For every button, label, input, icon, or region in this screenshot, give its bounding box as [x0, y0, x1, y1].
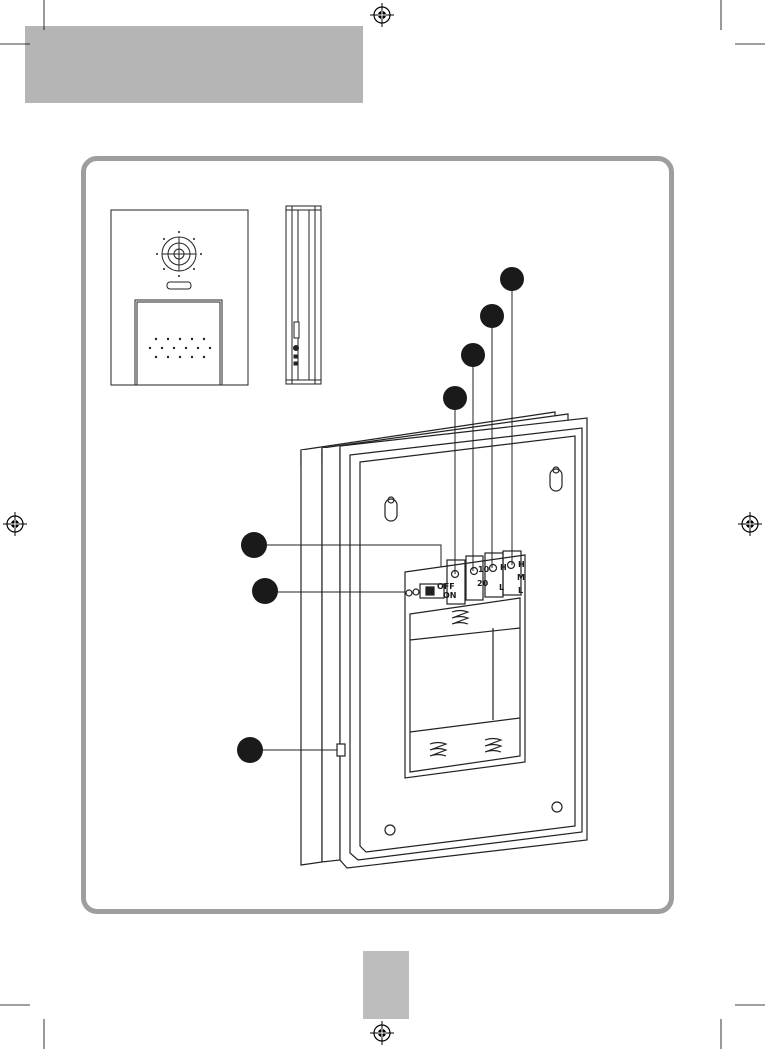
callout-dot-5	[241, 532, 267, 558]
registration-right-icon	[738, 512, 762, 536]
callout-dot-4	[443, 386, 467, 410]
callout-dot-6	[252, 578, 278, 604]
registration-left-icon	[3, 512, 27, 536]
registration-top-icon	[370, 3, 394, 27]
callout-dot-3	[461, 343, 485, 367]
vol-low-label: L	[518, 586, 523, 595]
time-10-label: 10	[478, 565, 490, 574]
device-side-view	[286, 206, 321, 384]
callout-dot-1	[500, 267, 524, 291]
tone-l-label: L	[499, 583, 504, 592]
power-on-label: ON	[443, 591, 457, 600]
vol-high-label: H	[518, 560, 525, 569]
power-off-label: OFF	[437, 582, 455, 591]
time-20-label: 20	[477, 579, 489, 588]
vol-mid-label: M	[517, 573, 525, 582]
device-rear-view	[301, 412, 587, 868]
callout-dot-7	[237, 737, 263, 763]
tone-h-label: H	[500, 563, 507, 572]
device-front-view	[111, 210, 248, 385]
callout-dot-2	[480, 304, 504, 328]
registration-bottom-icon	[370, 1021, 394, 1045]
